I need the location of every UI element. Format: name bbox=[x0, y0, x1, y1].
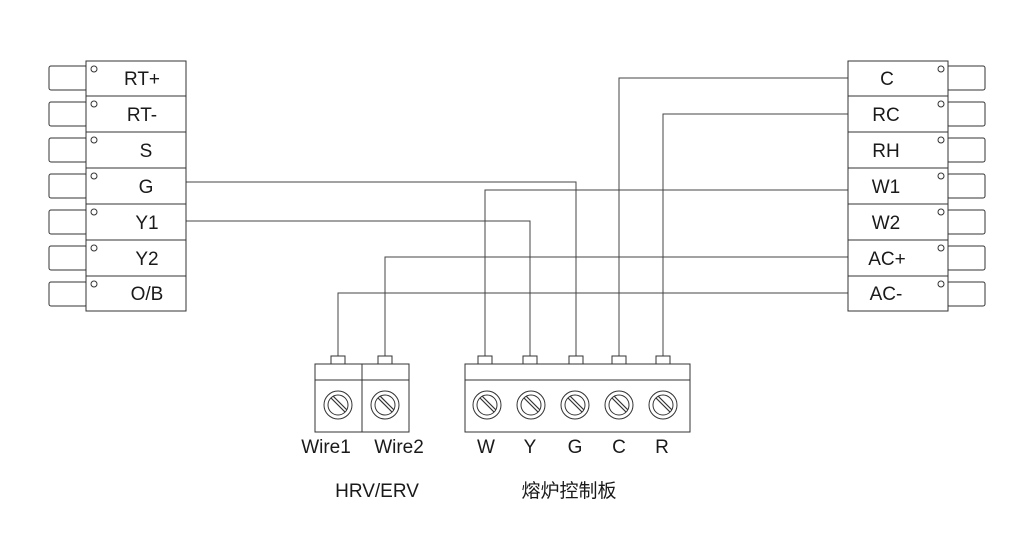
right-terminal-w2: W2 bbox=[847, 203, 986, 241]
right-terminal-ac-minus: AC- bbox=[847, 275, 986, 312]
screw-icon bbox=[472, 390, 502, 420]
right-terminal-w1: W1 bbox=[847, 167, 986, 205]
hrv-erv-terminal-block: Wire1 Wire2 HRV/ERV bbox=[301, 355, 424, 502]
furnace-pin-g bbox=[568, 355, 584, 365]
screw-icon bbox=[560, 390, 590, 420]
screw-icon bbox=[516, 390, 546, 420]
furnace-terminal-label: G bbox=[568, 437, 583, 458]
left-terminal-g: G bbox=[48, 167, 187, 205]
furnace-pin-r bbox=[655, 355, 671, 365]
screw-icon bbox=[323, 390, 353, 420]
furnace-pin-c bbox=[611, 355, 627, 365]
wire-w1 bbox=[484, 189, 848, 360]
furnace-terminal-label: R bbox=[655, 437, 669, 458]
furnace-pin-w bbox=[477, 355, 493, 365]
wire-ac-minus bbox=[337, 292, 848, 360]
left-terminal-rt-minus: RT- bbox=[48, 95, 187, 133]
furnace-terminal-block: W Y G C R 熔炉控制板 bbox=[464, 355, 691, 502]
right-terminal-ac-plus: AC+ bbox=[847, 239, 986, 277]
furnace-terminal-label: C bbox=[612, 437, 626, 458]
left-terminal-s: S bbox=[48, 131, 187, 169]
screw-icon bbox=[604, 390, 634, 420]
furnace-terminal-label: Y bbox=[524, 437, 537, 458]
hrv-terminal-label: Wire1 bbox=[301, 437, 351, 458]
furnace-terminal-label: W bbox=[477, 437, 495, 458]
wires bbox=[186, 77, 848, 360]
left-terminal-rt-plus: RT+ bbox=[48, 60, 187, 97]
furnace-pin-y bbox=[522, 355, 538, 365]
hrv-erv-caption: HRV/ERV bbox=[335, 481, 419, 502]
left-terminal-label: G bbox=[139, 177, 154, 198]
left-terminal-label: RT- bbox=[127, 105, 157, 126]
furnace-control-board-caption: 熔炉控制板 bbox=[521, 480, 616, 502]
right-terminal-label: AC+ bbox=[868, 249, 906, 270]
right-terminal-rh: RH bbox=[847, 131, 986, 169]
screw-icon bbox=[370, 390, 400, 420]
right-terminal-label: AC- bbox=[870, 284, 903, 305]
screw-icon bbox=[648, 390, 678, 420]
wire-rc bbox=[662, 113, 848, 360]
left-terminal-label: O/B bbox=[131, 284, 164, 305]
right-terminal-block: C RC RH W1 W2 bbox=[847, 60, 986, 312]
left-terminal-label: S bbox=[140, 141, 153, 162]
right-terminal-c: C bbox=[847, 60, 986, 97]
wire-c bbox=[618, 77, 848, 360]
wire-g bbox=[186, 181, 577, 360]
left-terminal-y1: Y1 bbox=[48, 203, 187, 241]
left-terminal-block: RT+ RT- S G Y1 bbox=[48, 60, 187, 312]
left-terminal-label: RT+ bbox=[124, 69, 160, 90]
right-terminal-label: RH bbox=[872, 141, 899, 162]
right-terminal-label: W2 bbox=[872, 213, 901, 234]
right-terminal-rc: RC bbox=[847, 95, 986, 133]
wire-y1 bbox=[186, 220, 531, 360]
hrv-pin-wire1 bbox=[330, 355, 346, 365]
left-terminal-label: Y1 bbox=[135, 213, 158, 234]
right-terminal-label: W1 bbox=[872, 177, 901, 198]
wire-ac-plus bbox=[384, 256, 848, 360]
hrv-terminal-label: Wire2 bbox=[374, 437, 424, 458]
left-terminal-o-b: O/B bbox=[48, 275, 187, 312]
left-terminal-label: Y2 bbox=[135, 249, 158, 270]
left-terminal-y2: Y2 bbox=[48, 239, 187, 277]
hrv-pin-wire2 bbox=[377, 355, 393, 365]
right-terminal-label: C bbox=[880, 69, 894, 90]
right-terminal-label: RC bbox=[872, 105, 899, 126]
